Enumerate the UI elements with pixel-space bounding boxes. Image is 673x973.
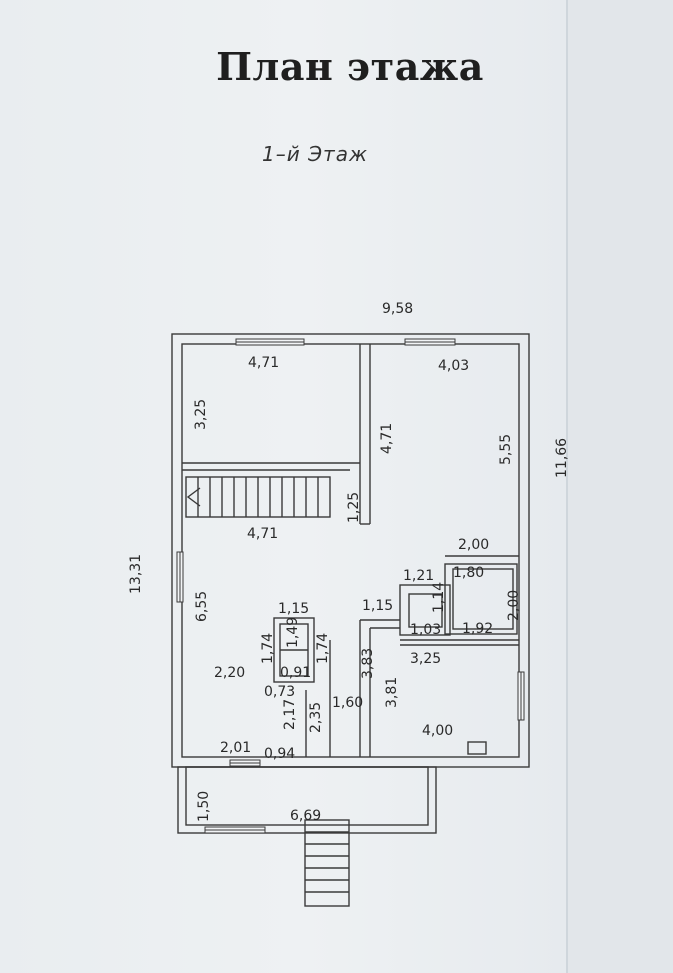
page-title: План этажа — [216, 44, 484, 89]
dim-corridor-b: 1,15 — [362, 598, 393, 614]
dim-kitchen-bottom: 4,00 — [422, 723, 453, 739]
dim-wc-bottom: 1,03 — [410, 622, 441, 638]
dim-bath-small: 1,80 — [453, 565, 484, 581]
dim-hall-w2: 2,20 — [214, 665, 245, 681]
dim-kitchen-h2: 3,81 — [384, 677, 400, 708]
dim-closet-c: 1,49 — [285, 617, 301, 648]
dim-closet-b: 1,74 — [315, 633, 331, 664]
entrance-stairs — [304, 819, 350, 907]
dim-hall-height: 6,55 — [194, 591, 210, 622]
dim-corridor-w: 1,60 — [332, 695, 363, 711]
inner-wall — [181, 343, 520, 758]
dim-kitchen-width: 3,25 — [410, 651, 441, 667]
dim-room-tl-height: 3,25 — [193, 399, 209, 430]
dim-corridor-a: 1,15 — [278, 601, 309, 617]
dim-closet-e: 0,73 — [264, 684, 295, 700]
dim-room-tr-width: 4,03 — [438, 358, 469, 374]
dim-overall-left: 13,31 — [128, 554, 144, 594]
dim-porch-height: 1,50 — [196, 791, 212, 822]
dim-room-tr-height: 5,55 — [498, 434, 514, 465]
wc — [399, 584, 451, 636]
dim-hall-h2: 2,17 — [282, 699, 298, 730]
closet — [273, 617, 315, 683]
dim-partition: 4,71 — [379, 423, 395, 454]
page-fold — [566, 0, 568, 973]
dim-bath-top: 2,00 — [458, 537, 489, 553]
dim-closet-d: 0,91 — [280, 665, 311, 681]
dim-stair-gap: 1,25 — [346, 492, 362, 523]
dim-bath-height: 2,00 — [506, 590, 522, 621]
dim-wc-height: 1,14 — [431, 582, 447, 613]
dim-corridor-h: 2,35 — [308, 702, 324, 733]
dim-hall-width: 4,71 — [247, 526, 278, 542]
facing-page — [568, 0, 673, 973]
dim-closet-a: 1,74 — [260, 633, 276, 664]
dim-entry-w: 2,01 — [220, 740, 251, 756]
dim-room-tl-width: 4,71 — [248, 355, 279, 371]
floor-subtitle: 1–й Этаж — [262, 142, 368, 166]
dim-porch-width: 6,69 — [290, 808, 321, 824]
bathroom — [444, 563, 518, 635]
dim-overall-width: 9,58 — [382, 301, 413, 317]
dim-overall-right: 11,66 — [554, 438, 570, 478]
dim-bath-width: 1,92 — [462, 621, 493, 637]
dim-wc-width: 1,21 — [403, 568, 434, 584]
dim-entry-door: 0,94 — [264, 746, 295, 762]
interior-stairs — [185, 476, 331, 518]
dim-kitchen-h1: 3,83 — [360, 648, 376, 679]
